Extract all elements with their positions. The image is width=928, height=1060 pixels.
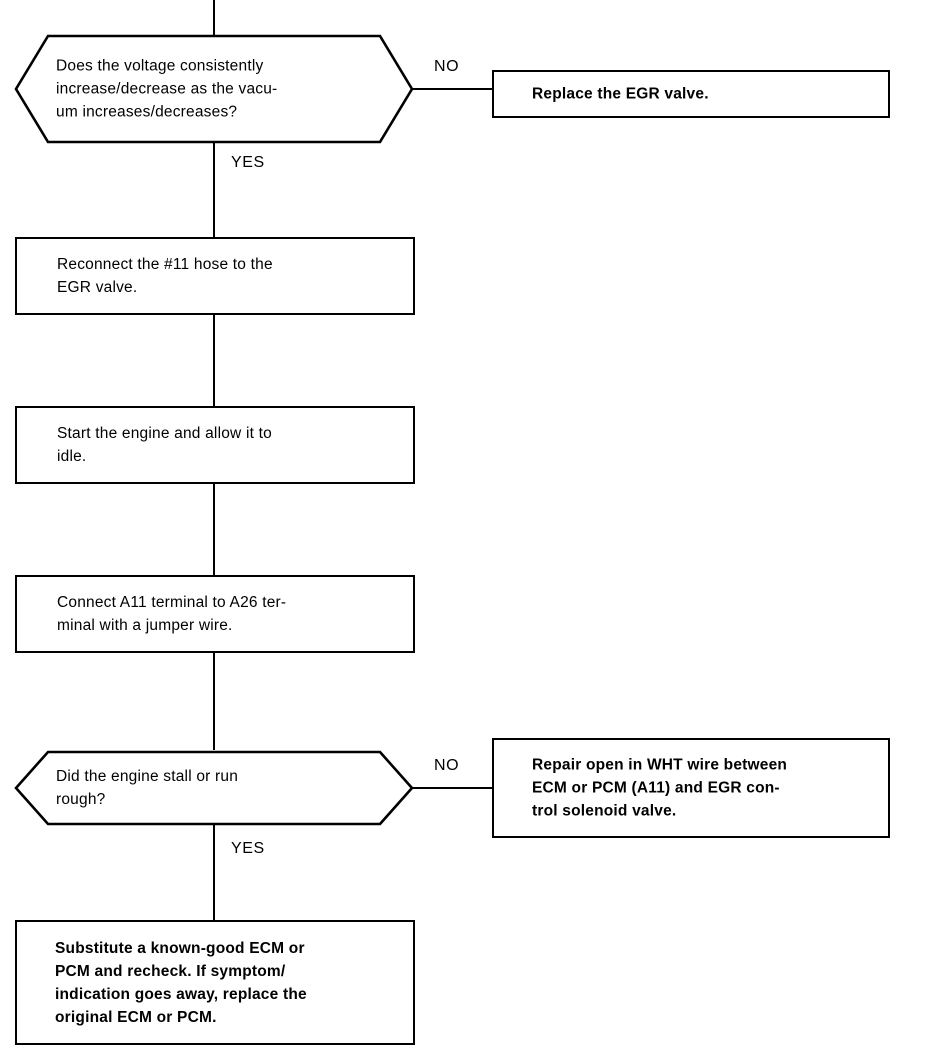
- action-repair-wht-wire[interactable]: Repair open in WHT wire between ECM or P…: [492, 738, 890, 838]
- decision-voltage-consistency[interactable]: Does the voltage consistently increase/d…: [14, 34, 414, 144]
- action-start-engine[interactable]: Start the engine and allow it to idle.: [15, 406, 415, 484]
- action-repair-wht-wire-label: Repair open in WHT wire between ECM or P…: [532, 756, 788, 820]
- branch-label-stall-yes: YES: [231, 840, 265, 857]
- connector-reconnect-to-start: [213, 313, 215, 408]
- decision-engine-stall-label: Did the engine stall or run rough?: [56, 768, 239, 808]
- connector-stall-no: [412, 787, 494, 789]
- connector-connect-to-decision: [213, 651, 215, 750]
- connector-voltage-yes: [213, 142, 215, 239]
- hexagon-shape: [14, 750, 414, 826]
- branch-label-voltage-yes: YES: [231, 154, 265, 171]
- action-start-engine-label: Start the engine and allow it to idle.: [57, 425, 272, 465]
- action-replace-egr-valve[interactable]: Replace the EGR valve.: [492, 70, 890, 118]
- branch-label-stall-no: NO: [434, 757, 460, 774]
- action-reconnect-hose[interactable]: Reconnect the #11 hose to the EGR valve.: [15, 237, 415, 315]
- connector-incoming-top: [213, 0, 215, 36]
- decision-engine-stall[interactable]: Did the engine stall or run rough?: [14, 750, 414, 826]
- action-reconnect-hose-label: Reconnect the #11 hose to the EGR valve.: [57, 256, 273, 296]
- connector-start-to-connect: [213, 482, 215, 577]
- connector-voltage-no: [412, 88, 494, 90]
- action-connect-terminal-label: Connect A11 terminal to A26 ter- minal w…: [57, 594, 287, 634]
- hexagon-shape: [14, 34, 414, 144]
- action-connect-terminal[interactable]: Connect A11 terminal to A26 ter- minal w…: [15, 575, 415, 653]
- action-replace-egr-valve-label: Replace the EGR valve.: [532, 85, 709, 103]
- action-substitute-ecm-label: Substitute a known-good ECM or PCM and r…: [55, 939, 307, 1026]
- connector-stall-yes: [213, 824, 215, 922]
- decision-voltage-consistency-label: Does the voltage consistently increase/d…: [56, 57, 278, 121]
- action-substitute-ecm[interactable]: Substitute a known-good ECM or PCM and r…: [15, 920, 415, 1045]
- branch-label-voltage-no: NO: [434, 58, 460, 75]
